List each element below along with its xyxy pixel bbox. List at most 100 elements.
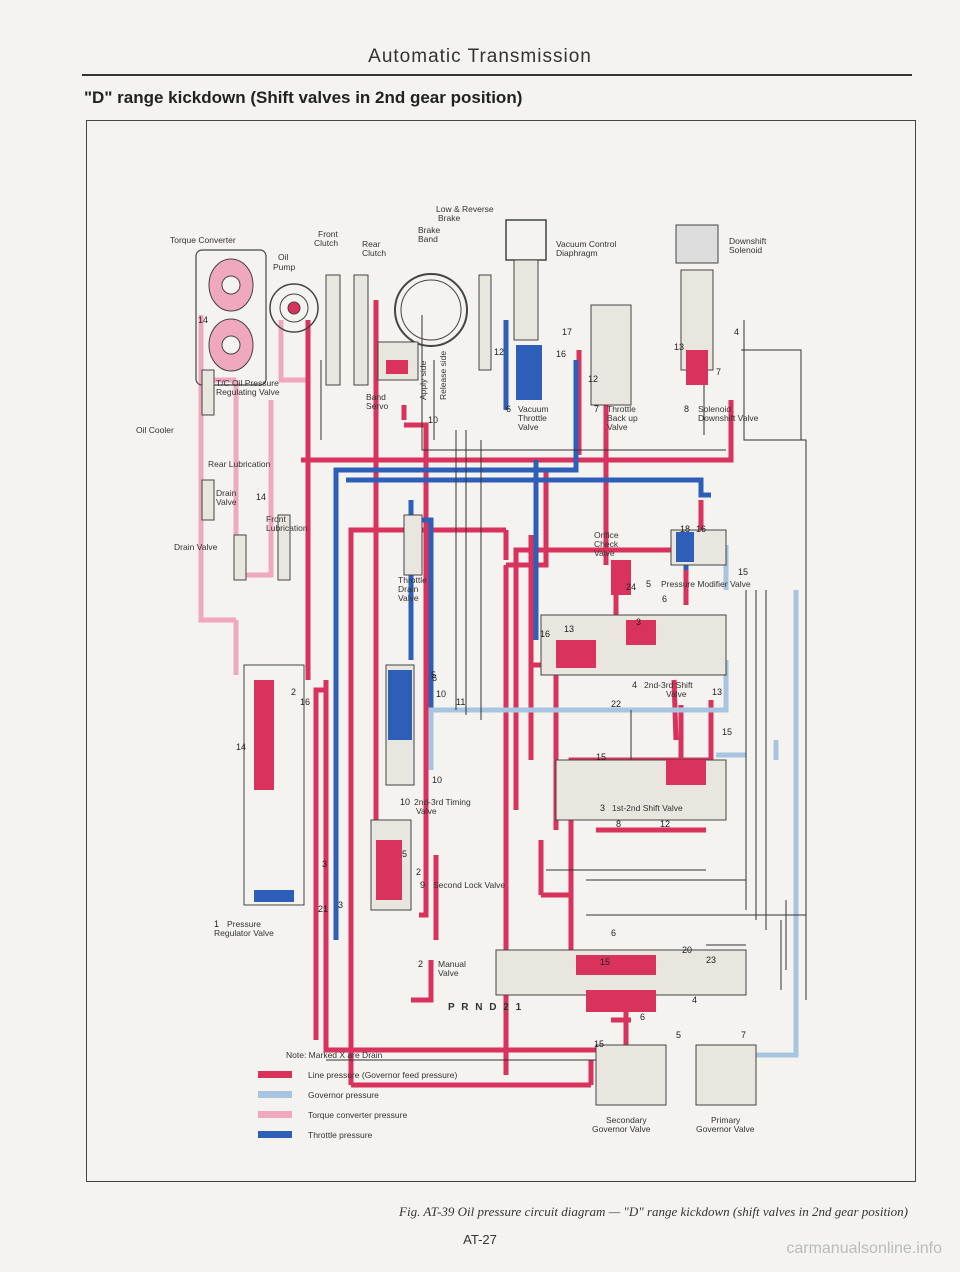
legend-swatch-governor-pressure — [258, 1091, 292, 1098]
low-reverse-label-2: Brake — [438, 213, 460, 223]
line-number: 12 — [494, 347, 504, 357]
front-clutch-label-2: Clutch — [314, 238, 338, 248]
line-number: 23 — [706, 955, 716, 965]
line-number: 24 — [626, 582, 636, 592]
line-number: 6 — [640, 1012, 645, 1022]
hydraulic-circuit-diagram: .L { stroke:#d9325c; fill:none; stroke-w… — [136, 204, 807, 1140]
components — [195, 219, 757, 1106]
line-number: 14 — [198, 315, 208, 325]
gear-selector-label: P R N D 2 1 — [448, 1002, 523, 1013]
vacuum-throttle-label: Vacuum — [518, 404, 549, 414]
vacuum-control-label-2: Diaphragm — [556, 248, 598, 258]
second-lock-label: Second Lock Valve — [433, 880, 505, 890]
line-number: 16 — [696, 524, 706, 534]
vacuum-throttle-label-3: Valve — [518, 422, 539, 432]
component-labels: Torque Converter Oil Pump Front Clutch R… — [136, 204, 767, 1134]
circled-number-2: 2 — [418, 959, 423, 969]
tc-valve-label: T/C Oil Pressure — [216, 378, 279, 388]
band-servo-label: Band — [366, 392, 386, 402]
legend: Note: Marked X are Drain Line pressure (… — [258, 1050, 457, 1140]
circled-number-5: 5 — [646, 579, 651, 589]
line-number: 3 — [322, 859, 327, 869]
line-number: 3 — [338, 900, 343, 910]
page-number: AT-27 — [463, 1232, 497, 1247]
page-header: Automatic Transmission — [368, 46, 592, 67]
pressure-regulator-label-2: Regulator Valve — [214, 928, 274, 938]
vacuum-throttle-label-2: Throttle — [518, 413, 547, 423]
diagram-subtitle: "D" range kickdown (Shift valves in 2nd … — [84, 88, 523, 107]
circled-number-7: 7 — [594, 404, 599, 414]
line-number: 14 — [256, 492, 266, 502]
apply-side-label: Apply side — [418, 361, 428, 400]
primary-governor-label: Primary — [711, 1115, 741, 1125]
oil-pump-label-2: Pump — [273, 262, 295, 272]
line-number: 17 — [562, 327, 572, 337]
circled-number-9: 9 — [420, 880, 425, 890]
line-number: 12 — [588, 374, 598, 384]
circled-number-4: 4 — [632, 680, 637, 690]
line-number: 16 — [300, 697, 310, 707]
brake-band-label: Brake — [418, 225, 440, 235]
watermark: carmanualsonline.info — [786, 1240, 942, 1257]
line-number-labels: 14 14 14 12 17 4 7 13 12 10 16 16 18 16 … — [198, 315, 748, 1049]
legend-swatch-throttle-pressure — [258, 1131, 292, 1138]
vacuum-control-label: Vacuum Control — [556, 239, 616, 249]
circled-number-10: 10 — [400, 797, 410, 807]
line-number: 15 — [738, 567, 748, 577]
line-number: 12 — [660, 819, 670, 829]
line-number: 15 — [596, 752, 606, 762]
rear-clutch-label-2: Clutch — [362, 248, 386, 258]
torque-converter-label: Torque Converter — [170, 235, 236, 245]
line-number: 4 — [692, 995, 697, 1005]
low-reverse-label: Low & Reverse — [436, 204, 494, 214]
circled-number-1: 1 — [214, 919, 219, 929]
throttle-drain-label-3: Valve — [398, 593, 419, 603]
line-number: 18 — [680, 524, 690, 534]
line-number: 22 — [611, 699, 621, 709]
line-number: 16 — [540, 629, 550, 639]
shift-23-label: 2nd-3rd Shift — [644, 680, 693, 690]
line-number: 5 — [676, 1030, 681, 1040]
band-servo-label-2: Servo — [366, 401, 388, 411]
rear-lubrication-label: Rear Lubrication — [208, 459, 271, 469]
line-number: 10 — [428, 415, 438, 425]
header-rule — [82, 74, 912, 76]
line-number: 13 — [712, 687, 722, 697]
throttle-drain-label: Throttle — [398, 575, 427, 585]
drain-valve-label: Drain Valve — [174, 542, 218, 552]
downshift-solenoid-label-2: Solenoid — [729, 245, 762, 255]
orifice-check-label: Orifice — [594, 530, 619, 540]
line-number: 5 — [402, 849, 407, 859]
oil-pump-label: Oil — [278, 252, 289, 262]
solenoid-downshift-label-2: Downshift Valve — [698, 413, 759, 423]
orifice-check-label-3: Valve — [594, 548, 615, 558]
rear-clutch-label: Rear — [362, 239, 381, 249]
drain-valve-small-label-2: Valve — [216, 497, 237, 507]
manual-valve-label-2: Valve — [438, 968, 459, 978]
legend-label: Governor pressure — [308, 1090, 379, 1100]
pressure-modifier-label: Pressure Modifier Valve — [661, 579, 751, 589]
line-number: 6 — [432, 673, 437, 683]
line-number: 16 — [556, 349, 566, 359]
line-number: 10 — [432, 775, 442, 785]
legend-label: Line pressure (Governor feed pressure) — [308, 1070, 457, 1080]
primary-governor-label-2: Governor Valve — [696, 1124, 755, 1134]
line-number: 3 — [636, 617, 641, 627]
throttle-backup-label-2: Back up — [607, 413, 638, 423]
orifice-check-label-2: Check — [594, 539, 619, 549]
manual-valve-label: Manual — [438, 959, 466, 969]
timing-23-label: 2nd-3rd Timing — [414, 797, 471, 807]
line-number: 5 — [431, 670, 436, 680]
line-number: 13 — [564, 624, 574, 634]
line-number: 2 — [416, 867, 421, 877]
legend-label: Throttle pressure — [308, 1130, 373, 1140]
oil-cooler-label: Oil Cooler — [136, 425, 174, 435]
figure-caption: Fig. AT-39 Oil pressure circuit diagram … — [399, 1204, 908, 1219]
downshift-solenoid-label: Downshift — [729, 236, 767, 246]
line-number: 15 — [600, 957, 610, 967]
pressure-regulator-label: Pressure — [227, 919, 261, 929]
front-lubrication-label: Front — [266, 514, 286, 524]
front-clutch-label: Front — [318, 229, 338, 239]
front-lubrication-label-2: Lubrication — [266, 523, 308, 533]
release-side-label: Release side — [438, 351, 448, 400]
